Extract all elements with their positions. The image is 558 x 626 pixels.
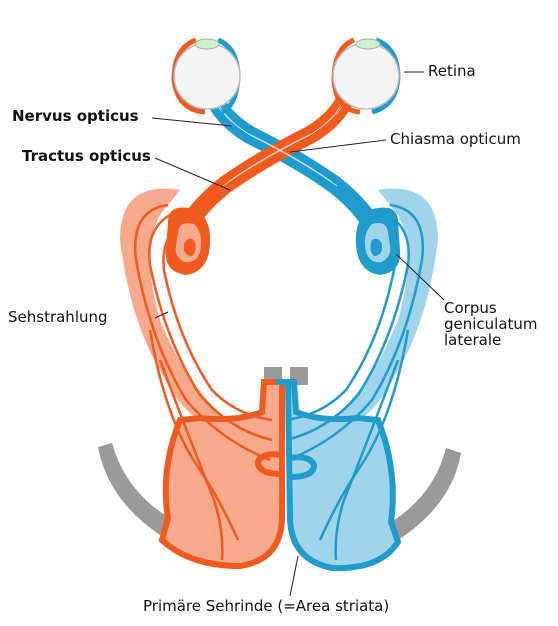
right-cortex-gray-band <box>391 448 461 540</box>
corpus-geniculatum-laterale-label: Corpus geniculatum laterale <box>444 300 554 348</box>
chiasma-opticum-label: Chiasma opticum <box>390 131 521 148</box>
primaere-sehrinde-leader <box>290 556 298 596</box>
left-cortex-gray-band <box>98 443 168 535</box>
corpus-geniculatum-line-1: Corpus <box>444 300 554 316</box>
orange-pathway-right-eye-to-left-lgn <box>188 100 345 225</box>
left-eye <box>174 39 240 112</box>
left-lateral-geniculate-body <box>166 208 210 275</box>
corpus-geniculatum-line-3: laterale <box>444 332 554 348</box>
nervus-opticus-label: Nervus opticus <box>12 108 139 125</box>
right-lateral-geniculate-body <box>356 208 400 275</box>
retina-label: Retina <box>428 63 476 80</box>
blue-pathway-left-eye-to-right-lgn <box>215 100 372 225</box>
primaere-sehrinde-label: Primäre Sehrinde (=Area striata) <box>143 598 389 615</box>
sehstrahlung-label: Sehstrahlung <box>8 309 108 326</box>
tractus-opticus-label: Tractus opticus <box>22 148 151 165</box>
corpus-geniculatum-line-2: geniculatum <box>444 316 554 332</box>
tractus-opticus-leader <box>155 158 230 190</box>
right-eye <box>333 39 399 112</box>
